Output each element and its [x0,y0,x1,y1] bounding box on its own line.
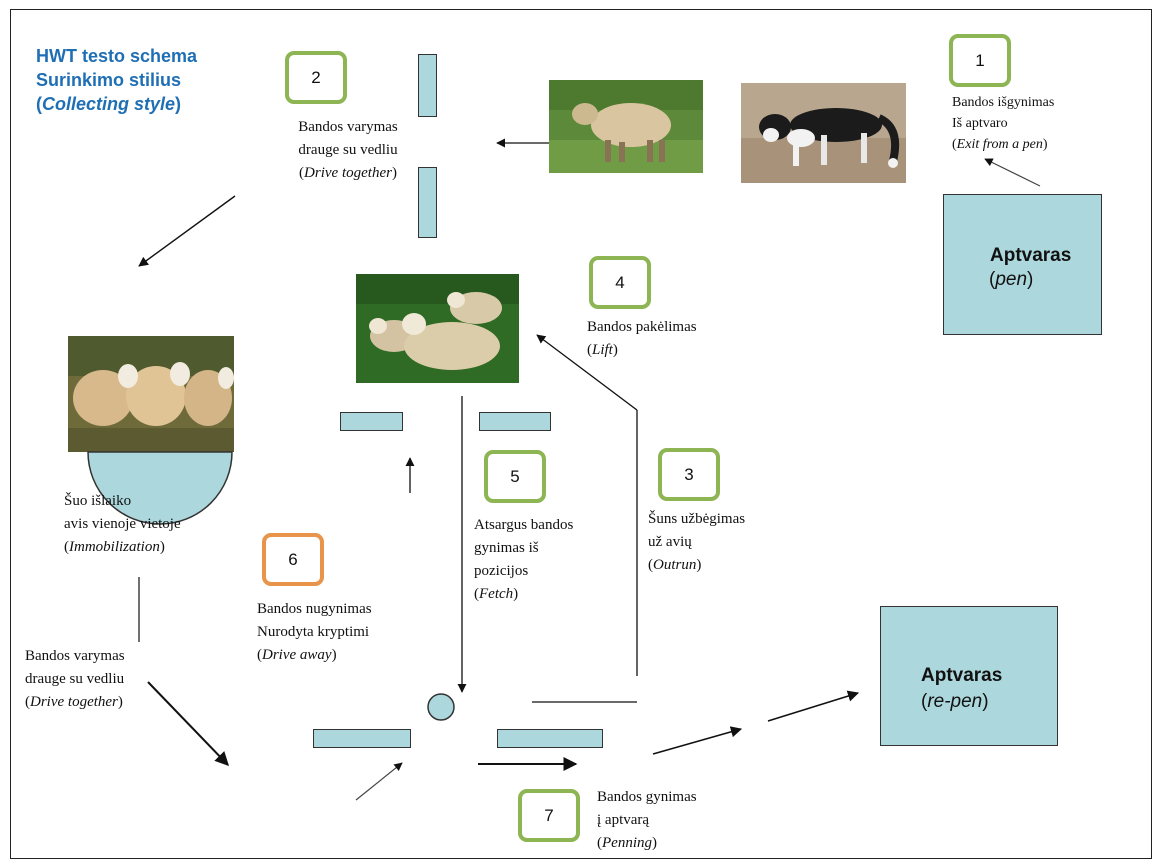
step-5-label: Atsargus bandos gynimas iš pozicijos (Fe… [474,517,574,602]
start-pen-en: (pen) [989,269,1034,290]
end-pen: Aptvaras (re-pen) [880,606,1058,746]
photo-border-collie [741,83,906,183]
drive-together-left-label: Bandos varymas drauge su vedliu (Drive t… [25,648,125,710]
immobilization-label: Šuo išlaiko avis vienoje vietoje (Immobi… [64,493,181,555]
step-badge-2: 2 [285,51,347,104]
arrow-to-repen-1 [652,726,743,755]
end-pen-title: Aptvaras [921,665,1003,686]
fetch-gate-left [340,412,403,431]
hold-area-circle [87,451,233,525]
photo-sheep-group-lying [356,274,519,383]
start-pen-title: Aptvaras [990,245,1072,266]
end-pen-en: (re-pen) [921,691,989,712]
diagram-title: HWT testo schema [36,46,198,66]
arrow-to-repen-2 [767,690,860,722]
diagram-subtitle: Surinkimo stilius [36,70,182,90]
arrow-outrun-to-lift [536,334,638,411]
arrow-pen-exit [984,158,1041,187]
step-2-label: Bandos varymas drauge su vedliu (Drive t… [298,119,398,181]
photo-sheep-group-standing [68,336,234,452]
bottom-gate-right [497,729,603,748]
step-4-label: Bandos pakėlimas (Lift) [587,319,697,358]
step-7-label: Bandos gynimas į aptvarą (Penning) [597,789,697,851]
gate-post-top [418,54,437,117]
diagram-subtitle-en: (Collecting style) [36,94,182,114]
step-1-label: Bandos išgynimas Iš aptvaro (Exit from a… [952,95,1055,152]
step-badge-6: 6 [262,533,324,586]
step-badge-1: 1 [949,34,1011,87]
arrow-into-gate [355,762,403,801]
step-badge-3: 3 [658,448,720,501]
step-badge-5: 5 [484,450,546,503]
step-badge-4: 4 [589,256,651,309]
step-6-label: Bandos nugynimas Nurodyta kryptimi (Driv… [257,601,372,663]
post-circle [427,693,455,721]
arrow-to-bottom-gate [147,681,229,767]
arrow-to-immobilization [138,195,236,267]
gate-post-bottom [418,167,437,238]
bottom-gate-left [313,729,411,748]
fetch-gate-right [479,412,551,431]
step-3-label: Šuns užbėgimas už avių (Outrun) [648,511,746,573]
photo-sheep-single [549,80,703,173]
step-badge-7: 7 [518,789,580,842]
start-pen: Aptvaras (pen) [943,194,1102,335]
